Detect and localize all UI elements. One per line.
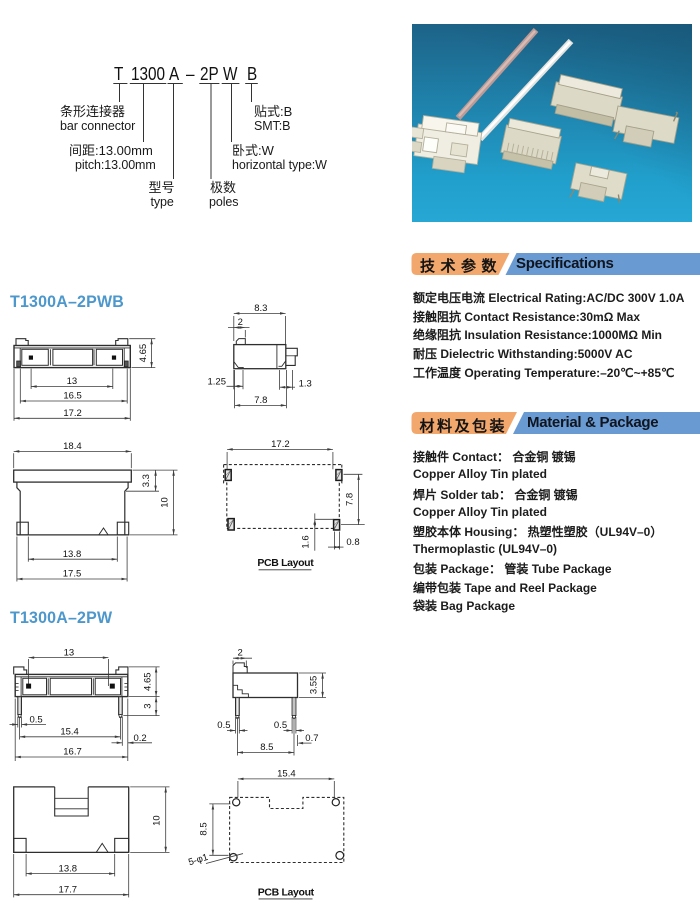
- svg-text:2: 2: [237, 648, 242, 659]
- svg-text:4.65: 4.65: [138, 344, 149, 363]
- svg-text:3.55: 3.55: [308, 676, 319, 695]
- svg-text:17.2: 17.2: [63, 408, 82, 419]
- svg-text:18.4: 18.4: [63, 441, 82, 452]
- svg-text:15.4: 15.4: [277, 769, 296, 780]
- svg-text:15.4: 15.4: [60, 726, 79, 737]
- svg-text:0.7: 0.7: [305, 733, 318, 744]
- svg-text:10: 10: [160, 497, 171, 508]
- svg-text:13: 13: [64, 647, 75, 658]
- svg-text:8.5: 8.5: [260, 742, 273, 753]
- svg-text:17.2: 17.2: [271, 439, 290, 450]
- svg-text:8.5: 8.5: [199, 822, 210, 835]
- svg-text:16.7: 16.7: [63, 747, 82, 758]
- svg-text:1.3: 1.3: [299, 378, 312, 389]
- svg-text:8.3: 8.3: [254, 303, 267, 314]
- svg-text:PCB Layout: PCB Layout: [257, 557, 314, 569]
- svg-text:2: 2: [238, 317, 243, 328]
- svg-text:0.8: 0.8: [346, 537, 359, 548]
- svg-text:13: 13: [67, 376, 78, 387]
- svg-text:13.8: 13.8: [63, 549, 82, 560]
- svg-text:13.8: 13.8: [59, 863, 78, 874]
- svg-text:0.5: 0.5: [30, 714, 43, 725]
- svg-text:PCB Layout: PCB Layout: [258, 887, 315, 899]
- svg-text:1.6: 1.6: [301, 535, 312, 548]
- svg-text:7.8: 7.8: [254, 395, 267, 406]
- svg-text:7.8: 7.8: [345, 493, 356, 506]
- svg-text:10: 10: [152, 815, 163, 826]
- svg-text:0.5: 0.5: [274, 720, 287, 731]
- svg-text:1.25: 1.25: [208, 377, 227, 388]
- svg-text:17.5: 17.5: [63, 569, 82, 580]
- svg-text:5-φ1: 5-φ1: [187, 852, 209, 868]
- svg-text:0.5: 0.5: [217, 720, 230, 731]
- svg-text:0.2: 0.2: [134, 733, 147, 744]
- svg-text:3.3: 3.3: [141, 474, 152, 487]
- svg-text:16.5: 16.5: [63, 391, 82, 402]
- svg-text:4.65: 4.65: [142, 672, 153, 691]
- svg-text:3: 3: [142, 703, 153, 708]
- svg-text:17.7: 17.7: [59, 884, 78, 895]
